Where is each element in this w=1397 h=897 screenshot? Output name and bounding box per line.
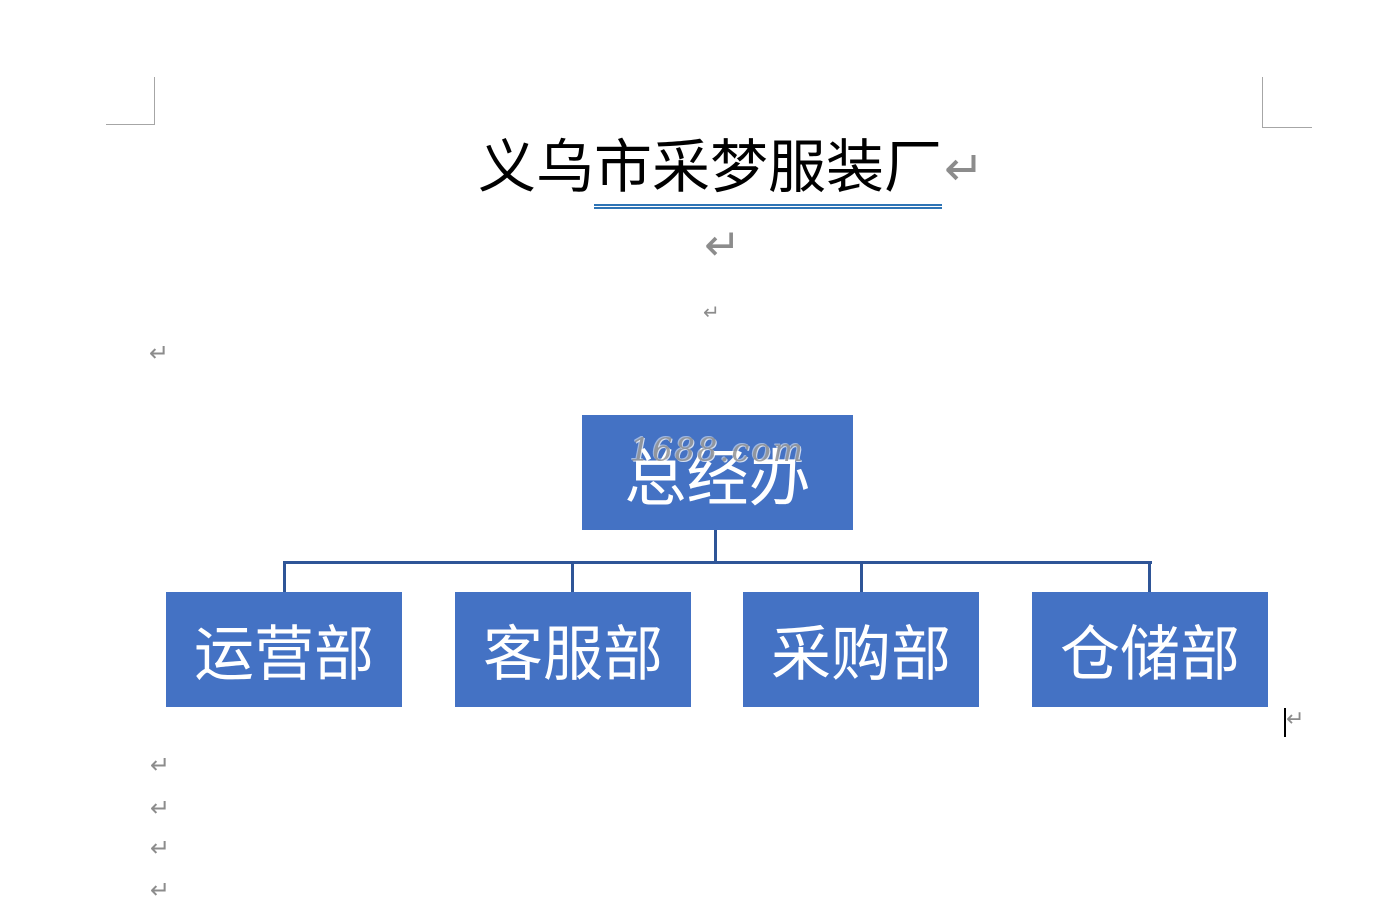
title-text-plain: 义乌 (478, 133, 595, 201)
connector-horizontal (283, 561, 1152, 564)
paragraph-mark-icon: ↵ (150, 876, 171, 897)
paragraph-mark-icon: ↵ (703, 300, 720, 324)
crop-mark-top-left (106, 124, 155, 125)
paragraph-mark-icon: ↵ (944, 141, 985, 197)
paragraph-mark-icon: ↵ (150, 834, 171, 862)
crop-mark-top-right (1262, 127, 1312, 128)
org-node-dept-warehouse[interactable]: 仓储部 (1032, 592, 1268, 707)
connector-drop (283, 561, 286, 592)
paragraph-mark-icon: ↵ (150, 751, 171, 779)
org-node-dept-purchasing[interactable]: 采购部 (743, 592, 979, 707)
connector-drop (860, 561, 863, 592)
crop-mark-top-left (154, 77, 155, 125)
paragraph-mark-icon: ↵ (150, 794, 171, 822)
title-text-grammar-underline: 市采梦服装厂 (594, 133, 943, 209)
paragraph-mark-icon: ↵ (149, 339, 170, 367)
crop-mark-top-right (1262, 77, 1263, 127)
connector-drop (571, 561, 574, 592)
connector-drop (1148, 561, 1151, 592)
connector-riser (714, 530, 717, 563)
org-node-dept-operations[interactable]: 运营部 (166, 592, 402, 707)
paragraph-mark-icon: ↵ (704, 220, 741, 271)
document-title[interactable]: 义乌市采梦服装厂↵ (478, 133, 985, 209)
text-cursor (1284, 708, 1286, 737)
org-node-dept-customer-service[interactable]: 客服部 (455, 592, 691, 707)
org-node-root[interactable]: 总经办 (582, 415, 853, 530)
paragraph-mark-icon: ↵ (1286, 707, 1305, 732)
